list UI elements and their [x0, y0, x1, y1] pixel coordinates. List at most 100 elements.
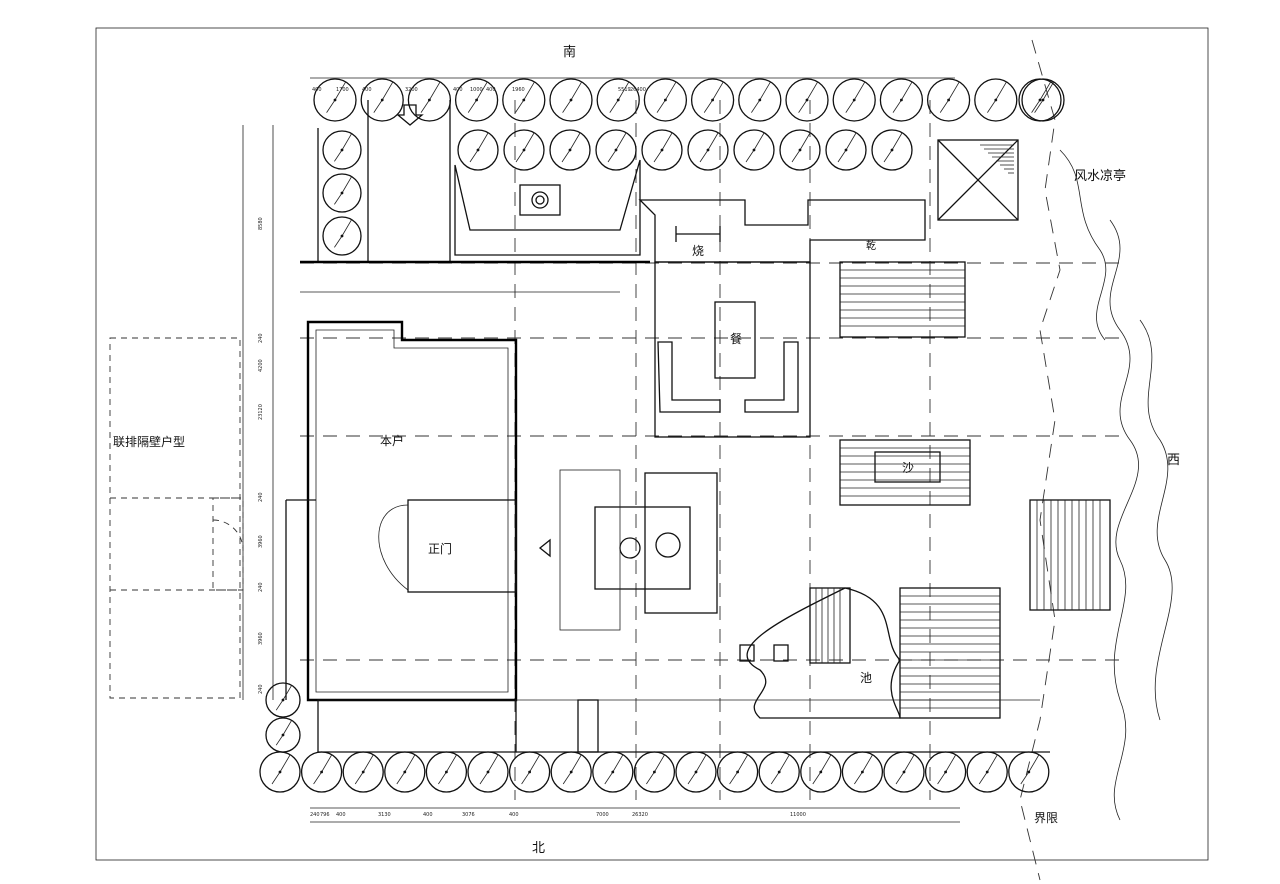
house: [285, 320, 518, 702]
pool-deck: [899, 587, 1001, 719]
dimension-label: 400: [486, 87, 496, 93]
tree-icon: [360, 78, 404, 122]
tree-icon: [457, 129, 499, 171]
dimension-label: 400: [423, 812, 433, 818]
tree-icon: [871, 129, 913, 171]
dimension-label: 400: [336, 812, 346, 818]
north-stream: [1059, 149, 1107, 341]
dimension-label: 240: [310, 812, 320, 818]
tree-icon: [926, 78, 971, 122]
tree-icon: [322, 216, 362, 256]
lamp-1-icon: [739, 644, 755, 662]
sundial-icon: [655, 532, 681, 558]
dining-table: [714, 301, 756, 379]
label-pool: 池: [860, 671, 872, 685]
tree-icon: [407, 78, 452, 122]
door-swing: [378, 504, 409, 591]
tree-icon: [687, 129, 729, 171]
main-door-box: [407, 499, 517, 593]
tree-icon: [259, 751, 301, 793]
dimension-label: 796: [320, 812, 330, 818]
tree-icon: [342, 751, 384, 793]
west-deck: [1029, 499, 1111, 611]
tree-icon: [265, 682, 301, 718]
dimension-label: 240: [258, 492, 264, 502]
tree-icon: [300, 751, 343, 793]
dimension-label: 240: [258, 333, 264, 343]
tree-icon: [384, 751, 426, 793]
tree-icon: [641, 129, 683, 171]
tree-icon: [883, 751, 925, 793]
tree-icon: [825, 129, 867, 171]
dining-area: [638, 199, 926, 438]
tree-icon: [454, 78, 499, 122]
tree-icon: [550, 751, 592, 793]
entry-arrow-icon: [396, 104, 424, 126]
tree-icon: [974, 78, 1018, 122]
garage-path: [300, 100, 650, 293]
tree-icon: [595, 129, 637, 171]
tree-icon: [879, 78, 924, 122]
dimension-label: 3076: [462, 812, 475, 818]
tree-icon: [733, 129, 775, 171]
tree-icon: [549, 78, 593, 122]
west-stream-2: [1139, 319, 1173, 721]
dimension-label: 11000: [790, 812, 806, 818]
pavilion: [937, 139, 1019, 221]
dimension-label: 26400: [630, 87, 646, 93]
grid-axes: [300, 100, 1120, 800]
tree-icon: [738, 78, 782, 122]
sheet-border: [95, 27, 1209, 861]
tree-icon: [508, 751, 551, 793]
tree-icon: [503, 129, 545, 171]
tree-icon: [1008, 751, 1050, 793]
tree-icon: [832, 78, 876, 122]
label-boundary: 界限: [1034, 811, 1058, 825]
tree-icon: [779, 129, 821, 171]
dimension-label: 3960: [258, 535, 264, 548]
dimension-label: 3960: [258, 632, 264, 645]
tree-icon: [643, 78, 688, 122]
neighbor-unit: [109, 337, 244, 699]
tree-icon: [592, 751, 634, 793]
fountain-box: [519, 184, 561, 216]
label-main-door: 正门: [428, 541, 452, 556]
tree-icon: [633, 751, 676, 793]
dimension-label: 400: [312, 87, 322, 93]
label-bbq: 烧: [692, 244, 704, 258]
dimension-label: 23120: [258, 404, 264, 420]
tree-icon: [322, 130, 362, 170]
label-neighbor: 联排隔壁户型: [113, 434, 185, 449]
label-dining: 餐: [730, 331, 742, 346]
label-pavilion: 风水凉亭: [1074, 168, 1126, 184]
tree-icon: [265, 717, 301, 753]
label-west: 西: [1167, 453, 1180, 468]
tree-icon: [716, 751, 759, 793]
tree-icon: [313, 78, 357, 122]
north-planting: [454, 159, 641, 256]
tree-icon: [800, 751, 842, 793]
dimension-label: 5519: [618, 87, 631, 93]
tree-icon: [690, 78, 735, 122]
tree-icon: [675, 751, 717, 793]
label-north: 北: [532, 841, 545, 856]
tree-icon: [1018, 78, 1062, 122]
dimension-label: 1960: [512, 87, 525, 93]
tree-icon: [966, 751, 1008, 793]
dimension-label: 400: [453, 87, 463, 93]
dimension-label: 4200: [258, 359, 264, 372]
plaza-arrow-icon: [538, 538, 551, 558]
tree-icon: [785, 78, 829, 122]
label-sand: 沙: [902, 461, 914, 475]
sand-box: [874, 451, 941, 483]
bench-left: [657, 341, 721, 413]
tree-icon: [1021, 78, 1065, 122]
dimension-label: 1700: [336, 87, 349, 93]
tree-icon: [924, 751, 967, 793]
dimension-label: 240: [258, 582, 264, 592]
bench-right: [744, 341, 799, 413]
tree-icon: [425, 751, 468, 793]
